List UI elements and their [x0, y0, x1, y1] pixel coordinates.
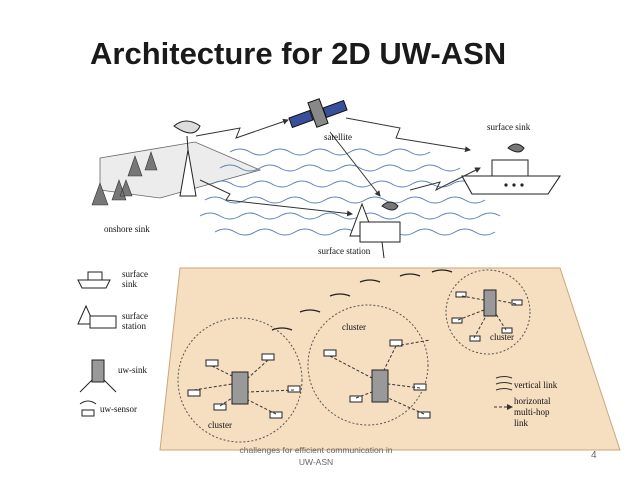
surface-sink-ship-icon: [461, 143, 562, 195]
label-surface-station: surface station: [318, 246, 371, 256]
cluster-1: [177, 317, 303, 443]
cluster-2: [307, 304, 431, 426]
footer-line-1: challenges for efficient communication i…: [239, 445, 393, 455]
legend-horizontal-link-line3: link: [514, 418, 529, 428]
label-cluster-3: cluster: [490, 332, 514, 342]
slide-footer: challenges for efficient communication i…: [216, 444, 416, 468]
legend-horizontal-link-line2: multi-hop: [514, 407, 550, 417]
slide-title: Architecture for 2D UW-ASN: [90, 36, 507, 71]
legend-uw-sensor: uw-sensor: [100, 404, 137, 414]
surface-station-icon: [349, 201, 401, 259]
uw-sink-icon: [371, 369, 389, 403]
label-satellite: satellite: [324, 132, 352, 142]
legend-surface-sink-icon: [77, 279, 111, 289]
legend-vertical-link: vertical link: [514, 380, 558, 390]
label-cluster-1: cluster: [208, 420, 232, 430]
label-cluster-2: cluster: [342, 322, 366, 332]
label-onshore-sink: onshore sink: [104, 224, 150, 234]
uw-sink-icon: [231, 371, 249, 405]
footer-line-2: UW-ASN: [298, 457, 334, 467]
legend-horizontal-link-line1: horizontal: [514, 396, 551, 406]
legend-surface-sink-line2: sink: [122, 279, 138, 289]
cluster-3: [445, 269, 531, 355]
radio-links: [195, 117, 481, 217]
page-number: 4: [591, 450, 597, 461]
legend-uw-sink-icon: [91, 359, 105, 383]
vertical-acoustic-link: [271, 269, 453, 331]
uw-sink-icon: [483, 289, 497, 317]
seabed: [159, 267, 621, 451]
legend: surface sink surface station uw-sink uw-…: [77, 269, 558, 428]
legend-surface-station-line2: station: [122, 321, 146, 331]
onshore-sink-icon: [173, 120, 201, 197]
onshore-area: [91, 141, 262, 206]
satellite-icon: [288, 98, 348, 129]
label-surface-sink: surface sink: [487, 122, 531, 132]
legend-uw-sink: uw-sink: [118, 365, 147, 375]
trees-icon: [91, 151, 158, 206]
legend-surface-station-line1: surface: [122, 311, 148, 321]
legend-uw-sensor-icon: [81, 409, 95, 417]
legend-surface-sink-line1: surface: [122, 269, 148, 279]
legend-vertical-link-icon: [495, 376, 513, 391]
ocean-surface: [199, 148, 501, 236]
